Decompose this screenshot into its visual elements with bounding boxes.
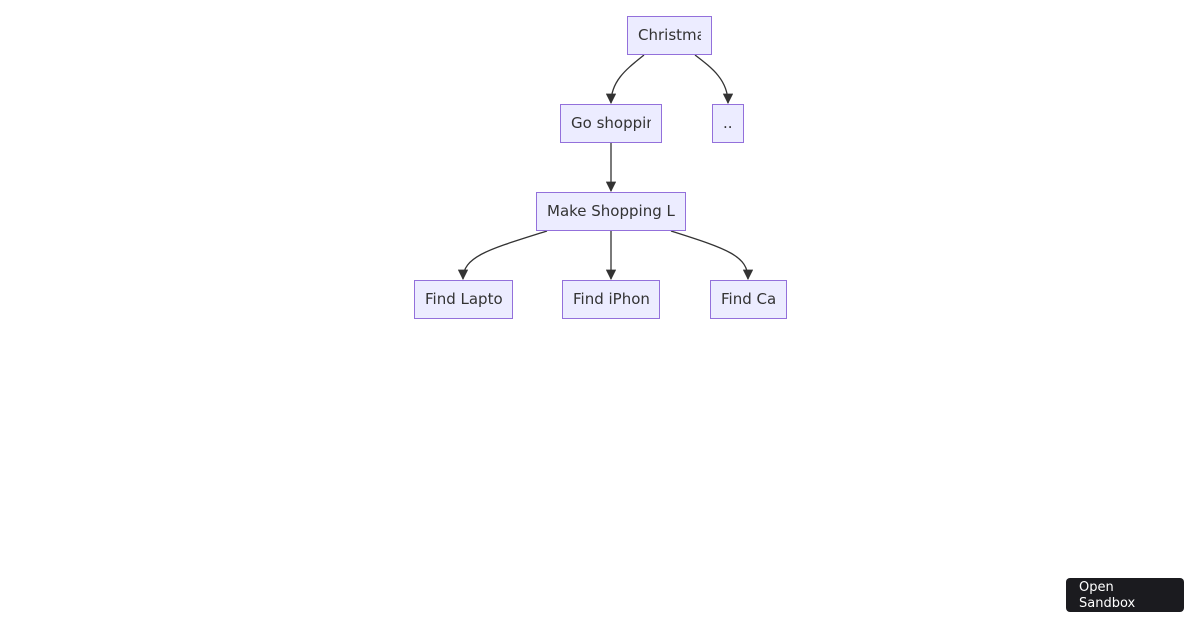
node-find-iphone: Find iPhone <box>562 280 660 319</box>
node-make-shopping-list: Make Shopping List <box>536 192 686 231</box>
node-label: Find Car <box>721 290 776 308</box>
node-label: Find Laptop <box>425 290 502 308</box>
open-sandbox-button[interactable]: Open Sandbox <box>1066 578 1184 612</box>
node-label: Make Shopping List <box>547 202 675 220</box>
node-christmas: Christmas <box>627 16 712 55</box>
node-label: .. <box>723 114 733 132</box>
node-go-shopping: Go shopping <box>560 104 662 143</box>
node-label: Find iPhone <box>573 290 649 308</box>
node-label: Go shopping <box>571 114 651 132</box>
node-find-car: Find Car <box>710 280 787 319</box>
edge-make-list-find-car <box>670 230 754 281</box>
edge-make-list-find-laptop <box>457 230 548 281</box>
node-find-laptop: Find Laptop <box>414 280 513 319</box>
node-label: Christmas <box>638 26 701 44</box>
node-ellipsis: .. <box>712 104 744 143</box>
edge-christmas-go-shopping <box>605 54 645 105</box>
edge-christmas-ellipsis <box>694 54 734 105</box>
